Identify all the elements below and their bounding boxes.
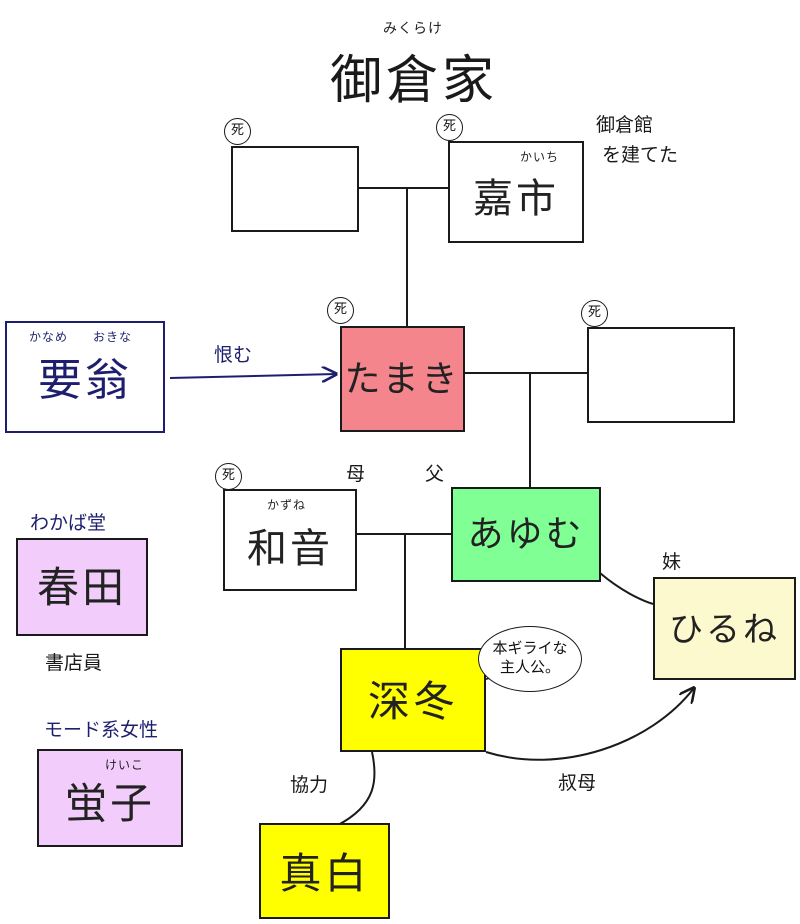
kaichi-note-line1: 御倉館 [596,114,654,136]
kaichi-name: 嘉市 [473,176,559,222]
sister-label: 妹 [662,551,682,573]
person-kaichi: かいち 嘉市 [448,141,584,243]
aunt-arrow [485,688,694,761]
kazune-name: 和音 [247,526,333,572]
haruta-name: 春田 [36,563,127,612]
kaname-name: 要翁 [38,355,132,406]
cooperation-label: 協力 [290,774,329,796]
line-ayumu-hirune [599,572,654,605]
person-spouse-unknown [587,327,735,423]
keiko-above-label: モード系女性 [44,719,159,741]
person-fuyu: 深冬 [340,648,486,752]
haruta-above-label: わかば堂 [30,512,107,534]
person-tamaki: たまき [340,326,465,432]
mother-label: 母 [346,463,366,485]
kaichi-reading: かいち [520,150,560,164]
person-keiko: けいこ 蛍子 [37,749,183,847]
bubble-line2: 主人公。 [499,658,560,676]
dead-mark: 死 [436,114,463,141]
aunt-label: 叔母 [558,772,597,794]
person-kazune: かずね 和音 [223,489,357,591]
person-hirune: ひるね [653,577,796,680]
ayumu-name: あゆむ [467,514,585,555]
person-grandparent-unknown [231,146,359,232]
diagram-title: 御倉家 [330,51,499,111]
dead-mark: 死 [581,300,608,327]
bubble-line1: 本ギライな [492,639,568,657]
grudge-label: 恨む [214,344,253,366]
keiko-name: 蛍子 [64,779,155,828]
father-label: 父 [425,463,445,485]
dead-mark: 死 [327,297,354,324]
grudge-arrow [169,374,336,378]
person-kaname-okina: かなめ おきな 要翁 [5,321,165,433]
person-haruta: 春田 [16,538,148,636]
kaichi-note-line2: を建てた [602,144,679,166]
protagonist-speech-bubble: 本ギライな 主人公。 [478,626,582,692]
kaname-reading-a: かなめ [29,330,69,344]
title-reading: みくらけ [383,21,443,37]
dead-mark: 死 [224,118,251,145]
keiko-reading: けいこ [105,758,145,772]
fuyu-name: 深冬 [367,677,458,726]
kazune-reading: かずね [267,498,307,512]
tamaki-name: たまき [344,359,461,400]
dead-mark: 死 [215,463,242,490]
line-fuyu-mashiro [337,751,376,826]
haruta-below-label: 書店員 [45,652,103,674]
mashiro-name: 真白 [279,849,370,898]
person-ayumu: あゆむ [451,487,601,582]
kaname-reading-b: おきな [93,330,133,344]
hirune-name: ひるね [669,610,780,650]
person-mashiro: 真白 [259,823,390,919]
